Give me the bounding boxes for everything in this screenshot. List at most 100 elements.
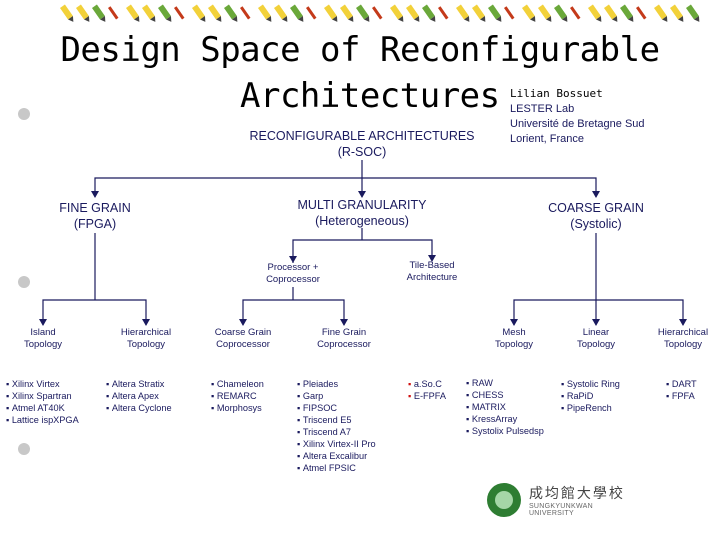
pencil-icon <box>158 4 172 22</box>
node-sub: Topology <box>663 339 703 350</box>
author-name: Lilian Bossuet <box>510 87 603 100</box>
node-sub: Topology <box>126 339 166 350</box>
list-item: a.So.C <box>408 378 446 390</box>
node-multi-granularity: MULTI GRANULARITY (Heterogeneous) <box>262 197 462 229</box>
root-sub: (R-SOC) <box>337 145 387 159</box>
list-item: Morphosys <box>211 402 264 414</box>
list-mesh: RAWCHESSMATRIXKressArraySystolix Pulseds… <box>466 377 544 437</box>
pencil-icon <box>60 4 74 22</box>
pencil-icon <box>290 4 304 22</box>
list-linear: Systolic RingRaPiDPipeRench <box>561 378 620 414</box>
list-item: Altera Cyclone <box>106 402 172 414</box>
list-item: Altera Stratix <box>106 378 172 390</box>
pencil-icon <box>356 4 370 22</box>
pencil-icon <box>174 6 185 20</box>
list-item: Xilinx Spartran <box>6 390 79 402</box>
node-label: MULTI GRANULARITY <box>297 198 427 212</box>
list-hierarchical-coarse: DARTFPFA <box>666 378 697 402</box>
pencil-icon <box>406 4 420 22</box>
pencil-icon <box>324 4 338 22</box>
pencil-icon <box>92 4 106 22</box>
node-sub: (Systolic) <box>570 217 622 231</box>
pencil-icon <box>538 4 552 22</box>
node-linear-topology: Linear Topology <box>561 327 631 351</box>
list-item: Lattice ispXPGA <box>6 414 79 426</box>
pencil-icon <box>422 4 436 22</box>
pencil-icon <box>240 6 251 20</box>
node-sub: (Heterogeneous) <box>315 214 409 228</box>
list-item: REMARC <box>211 390 264 402</box>
pencil-icon <box>588 4 602 22</box>
pencil-icon <box>620 4 634 22</box>
list-item: Garp <box>297 390 376 402</box>
node-label: Fine Grain <box>321 327 367 338</box>
list-item: RAW <box>466 377 544 389</box>
node-sub: Coprocessor <box>266 274 320 285</box>
author-lab: LESTER Lab <box>510 103 575 115</box>
list-item: Systolic Ring <box>561 378 620 390</box>
pencil-icon <box>504 6 515 20</box>
pencil-icon <box>390 4 404 22</box>
list-item: FIPSOC <box>297 402 376 414</box>
pencil-icon <box>636 6 647 20</box>
side-dot <box>18 276 30 288</box>
node-mesh-topology: Mesh Topology <box>479 327 549 351</box>
pencil-icon <box>570 6 581 20</box>
node-hierarchical-coarse: Hierarchical Topology <box>646 327 720 351</box>
pencil-icon <box>258 4 272 22</box>
node-label: FINE GRAIN <box>59 201 131 215</box>
pencil-icon <box>274 4 288 22</box>
list-tile-based: a.So.CE-FPFA <box>408 378 446 402</box>
root-label: RECONFIGURABLE ARCHITECTURES <box>249 129 475 143</box>
node-sub: Coprocessor <box>216 339 270 350</box>
pencil-icon <box>488 4 502 22</box>
node-label: Hierarchical <box>657 327 709 338</box>
node-sub: Topology <box>494 339 534 350</box>
pencil-icon <box>224 4 238 22</box>
pencil-icon <box>604 4 618 22</box>
list-item: Altera Excalibur <box>297 450 376 462</box>
list-item: PipeRench <box>561 402 620 414</box>
page-title-line2: Architectures <box>240 76 500 116</box>
node-processor-coprocessor: Processor + Coprocessor <box>243 262 343 286</box>
pencil-icon <box>372 6 383 20</box>
list-hierarchical-fpga: Altera StratixAltera ApexAltera Cyclone <box>106 378 172 414</box>
list-item: MATRIX <box>466 401 544 413</box>
node-sub: (FPGA) <box>73 217 117 231</box>
pencil-icon <box>76 4 90 22</box>
pencil-icon <box>654 4 668 22</box>
list-fine-coprocessor: PleiadesGarpFIPSOCTriscend E5Triscend A7… <box>297 378 376 474</box>
list-item: RaPiD <box>561 390 620 402</box>
logo-english: SUNGKYUNKWAN UNIVERSITY <box>528 503 593 517</box>
pencil-icon <box>554 4 568 22</box>
node-hierarchical-fpga: Hierarchical Topology <box>106 327 186 351</box>
node-label: COARSE GRAIN <box>548 201 644 215</box>
node-label: Hierarchical <box>120 327 172 338</box>
pencil-icon <box>108 6 119 20</box>
node-sub: Topology <box>576 339 616 350</box>
node-label: Island <box>30 327 56 338</box>
node-sub: Architecture <box>406 272 458 283</box>
node-label: Processor + <box>267 262 319 273</box>
side-dot <box>18 443 30 455</box>
author-university: Université de Bretagne Sud <box>510 118 645 130</box>
node-label: Mesh <box>502 327 526 338</box>
pencil-icon <box>472 4 486 22</box>
list-item: Altera Apex <box>106 390 172 402</box>
list-item: CHESS <box>466 389 544 401</box>
list-item: DART <box>666 378 697 390</box>
pencil-icon <box>142 4 156 22</box>
list-item: Triscend E5 <box>297 414 376 426</box>
page-title-line1: Design Space of Reconfigurable <box>60 30 660 70</box>
side-dot <box>18 108 30 120</box>
list-item: Xilinx Virtex-II Pro <box>297 438 376 450</box>
pencil-icon <box>340 4 354 22</box>
pencil-icon <box>306 6 317 20</box>
pencil-icon <box>192 4 206 22</box>
root-node: RECONFIGURABLE ARCHITECTURES (R-SOC) <box>212 128 512 160</box>
node-fine-coprocessor: Fine Grain Coprocessor <box>304 327 384 351</box>
pencil-icon <box>686 4 700 22</box>
node-island-topology: Island Topology <box>8 327 78 351</box>
pencil-icon <box>208 4 222 22</box>
